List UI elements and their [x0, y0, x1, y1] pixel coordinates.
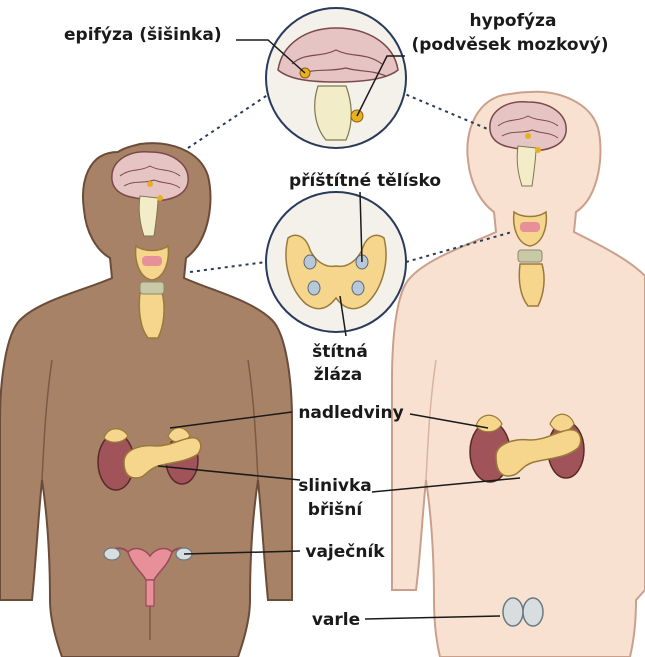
female-figure [0, 143, 292, 657]
label-slinivka-2: břišní [308, 500, 364, 520]
label-stitna-2: žláza [314, 365, 363, 385]
female-thymus [139, 292, 164, 338]
label-vajecnik: vaječník [305, 542, 385, 562]
label-stitna-1: štítná [312, 342, 368, 362]
label-hypofyza-2: (podvěsek mozkový) [411, 35, 608, 55]
parathyroid-upper-left [304, 255, 316, 269]
brain-inset [266, 8, 406, 148]
label-slinivka-1: slinivka [298, 476, 372, 496]
ovary-left [104, 548, 120, 560]
label-hypofyza-1: hypofýza [470, 11, 557, 31]
thyroid-inset [266, 192, 406, 332]
label-pristitne: příštítné tělísko [289, 171, 441, 191]
parathyroid-lower-left [308, 281, 320, 295]
label-varle: varle [312, 610, 360, 630]
parathyroid-lower-right [352, 281, 364, 295]
label-nadledviny: nadledviny [298, 403, 403, 423]
label-epifyza: epifýza (šišinka) [64, 25, 222, 45]
